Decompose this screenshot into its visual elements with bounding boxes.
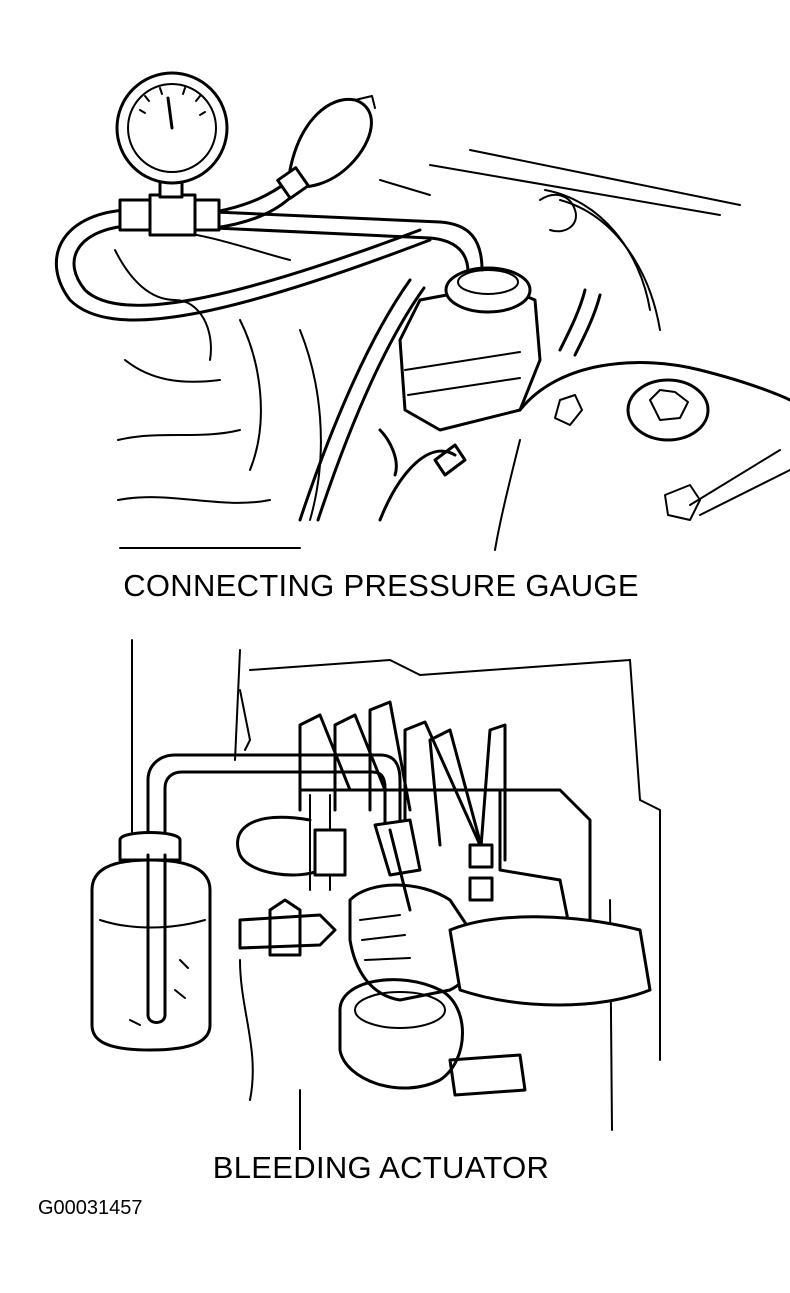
hood-line	[379, 179, 431, 196]
bubbles	[129, 959, 189, 1026]
tee-fitting	[148, 193, 197, 237]
bleeding-actuator-illustration	[0, 630, 790, 1150]
engine-line	[124, 359, 221, 383]
engine-line	[117, 496, 271, 504]
frame-line	[239, 689, 251, 751]
brake-pipe	[368, 700, 412, 812]
forearm	[448, 915, 652, 1007]
lower-cap-top	[354, 991, 446, 1029]
bracket-line	[699, 469, 790, 516]
gauge-loop-hose	[72, 224, 422, 307]
gauge-dial	[127, 83, 217, 173]
frame-line	[249, 659, 631, 676]
connector-hose	[236, 815, 322, 877]
bottle-neck	[118, 831, 182, 862]
brake-pipe	[403, 720, 482, 847]
bulb-fitting	[276, 166, 310, 200]
hood-line	[469, 149, 741, 206]
fluid-level	[99, 919, 206, 929]
brake-pipe	[298, 713, 352, 812]
gauge-hose	[213, 210, 484, 272]
bottom-caption: BLEEDING ACTUATOR	[212, 1150, 550, 1185]
finger-lines	[359, 914, 411, 961]
hood-line	[429, 164, 721, 216]
frame-line	[234, 649, 241, 761]
bracket	[448, 1053, 527, 1097]
lower-nut	[268, 898, 302, 957]
actuator-block	[298, 788, 592, 982]
brake-pipe	[316, 286, 426, 522]
stud	[554, 394, 583, 426]
booster-outline	[518, 361, 790, 412]
brake-pipe	[378, 449, 457, 522]
frame-curve	[239, 959, 254, 1101]
connector	[313, 828, 347, 877]
gauge-needle	[166, 96, 174, 130]
gauge-ticks	[139, 87, 206, 116]
bleeding-actuator-drawing	[90, 639, 661, 1150]
hose-end	[539, 193, 577, 233]
brake-pipe	[333, 713, 387, 812]
tee-fitting-right	[193, 198, 221, 232]
connecting-pressure-gauge-illustration	[0, 0, 790, 560]
reservoir-level-line	[404, 351, 521, 371]
engine-line	[117, 429, 241, 441]
bleeder-tube	[163, 770, 387, 857]
frame-line	[629, 659, 661, 1061]
brake-pipe	[428, 728, 487, 862]
hose-clamp	[433, 443, 467, 477]
booster-nut	[649, 389, 689, 421]
brake-pipe	[298, 278, 412, 522]
wrench	[388, 828, 412, 912]
gauge-loop-hose	[54, 208, 432, 322]
lower-cap	[338, 978, 464, 1090]
bleeder-tube	[146, 753, 402, 857]
hand-pump-bulb-icon	[288, 97, 373, 189]
tube-in-bottle	[146, 853, 167, 1024]
top-caption: CONNECTING PRESSURE GAUGE	[123, 568, 639, 603]
booster-center	[626, 378, 710, 442]
pipe-nut	[468, 876, 494, 902]
reservoir-level-line	[407, 377, 521, 396]
side-hose	[558, 288, 587, 352]
bleeding-bottle-icon	[90, 858, 212, 1052]
hose-line	[544, 189, 651, 311]
actuator-block	[498, 788, 572, 932]
tee-fitting-left	[118, 198, 152, 232]
figure-id: G00031457	[38, 1197, 143, 1219]
booster-edge	[494, 439, 521, 551]
bracket-line	[689, 449, 781, 506]
reservoir-cap	[444, 266, 532, 314]
stud	[664, 484, 701, 521]
hose-line	[559, 199, 661, 331]
small-hose	[378, 428, 398, 477]
gauge-hose	[213, 226, 470, 274]
reservoir-cap-top	[457, 269, 519, 295]
brake-pipe	[478, 723, 507, 862]
engine-line	[299, 329, 322, 521]
pressure-gauge-drawing	[54, 71, 790, 551]
bulb-valve	[354, 95, 376, 109]
engine-line	[239, 319, 262, 471]
engine-line	[114, 249, 212, 361]
side-hose	[573, 293, 602, 357]
bleeder-plug	[373, 818, 422, 877]
pipe-nut	[468, 843, 494, 869]
lower-fitting	[238, 913, 337, 950]
